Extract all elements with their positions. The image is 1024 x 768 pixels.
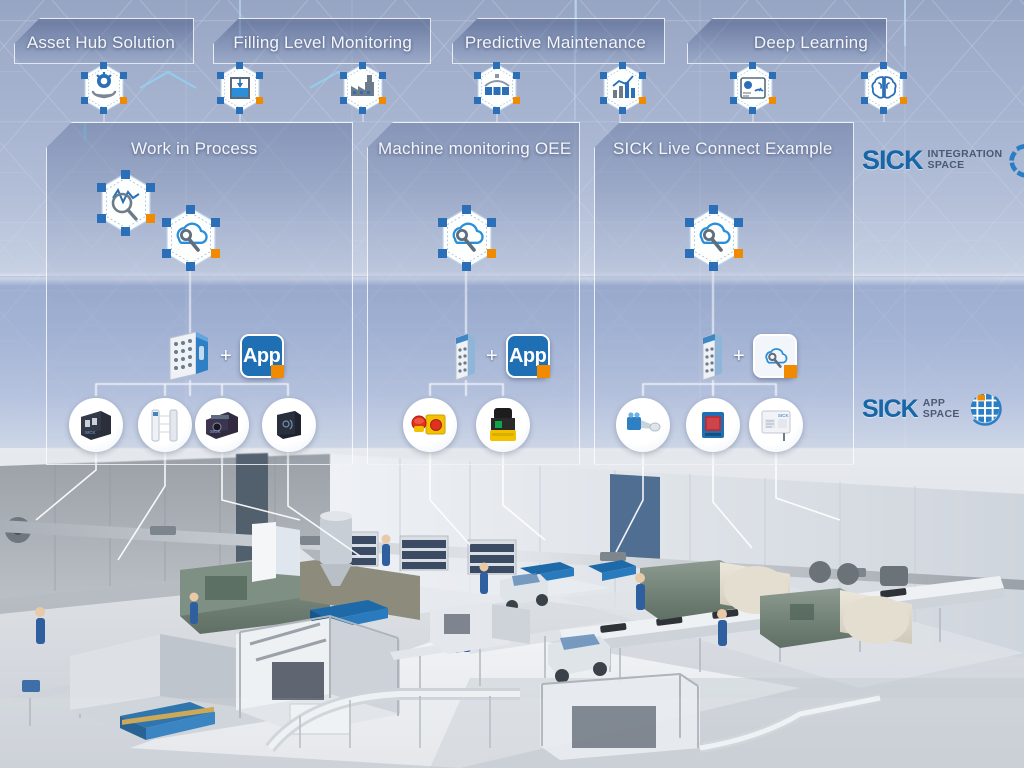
logo-subtitle-line1: INTEGRATION (927, 148, 1003, 160)
io-module-slim-icon (455, 333, 475, 381)
main-panel-label: Machine monitoring OEE (378, 139, 572, 158)
svg-text:SICK: SICK (778, 413, 789, 418)
device-bubble-flow-sensor[interactable] (616, 398, 670, 452)
orange-corner-accent (270, 365, 284, 378)
hex-node-bar-chart-trend-icon[interactable] (600, 62, 646, 114)
logo-subtitle: APP SPACE (923, 398, 960, 420)
hex-node-dashboard-gauge-icon[interactable] (730, 62, 776, 114)
app-tile-label: App (508, 344, 547, 367)
hex-node-cloud-wrench-icon-oee[interactable] (438, 205, 496, 271)
orange-corner-accent (783, 365, 797, 378)
logo-subtitle-line2: SPACE (922, 408, 960, 420)
main-panel-label: SICK Live Connect Example (613, 139, 833, 158)
top-panel-predictive-maintenance[interactable]: Predictive Maintenance (452, 18, 665, 64)
logo-sick-integration-space: SICK INTEGRATION SPACE (862, 142, 1024, 178)
logo-wordmark: SICK (862, 144, 924, 175)
device-bubble-safety-laser-scanner[interactable] (476, 398, 530, 452)
cloud-tile-icon[interactable] (752, 334, 797, 378)
top-panel-label: Asset Hub Solution (26, 33, 175, 52)
hex-node-gear-hand-icon[interactable] (81, 62, 127, 114)
io-module-wide-icon (169, 331, 208, 381)
device-bubble-rfid-reader[interactable] (262, 398, 316, 452)
hex-node-brain-icon[interactable] (861, 62, 907, 114)
top-panel-label: Filling Level Monitoring (233, 33, 412, 52)
device-bubble-light-grid[interactable] (138, 398, 192, 452)
gateway-group-work-in-process[interactable]: + App (166, 330, 284, 382)
app-tile-label: App (242, 344, 281, 367)
logo-sick-app-space: SICK APP SPACE (862, 391, 1005, 427)
top-panel-filling-level-monitoring[interactable]: Filling Level Monitoring (213, 18, 431, 64)
device-bubble-emergency-stop[interactable] (403, 398, 457, 452)
plus-symbol: + (220, 344, 232, 367)
device-bubble-vision-camera[interactable]: SICK (195, 398, 249, 452)
top-panel-asset-hub-solution[interactable]: Asset Hub Solution (14, 18, 194, 64)
logo-subtitle-line2: SPACE (927, 159, 965, 171)
hex-node-machine-network-icon[interactable] (474, 62, 520, 114)
circular-arrow-mark (1009, 144, 1024, 178)
logo-wordmark: SICK (862, 394, 919, 423)
device-bubble-encoder-black[interactable]: SICK (69, 398, 123, 452)
hex-node-tank-level-icon[interactable] (217, 62, 263, 114)
logo-subtitle: INTEGRATION SPACE (928, 149, 1003, 171)
plus-symbol: + (486, 344, 498, 367)
orange-corner-accent (536, 365, 550, 378)
top-panel-label: Deep Learning (753, 33, 868, 52)
hex-node-factory-icon[interactable] (340, 62, 386, 114)
grid-sphere-mark (970, 393, 1002, 426)
logo-subtitle-line1: APP (922, 397, 946, 409)
top-panel-label: Predictive Maintenance (464, 33, 646, 52)
main-panel-machine-monitoring-oee[interactable]: Machine monitoring OEE (367, 122, 580, 465)
gateway-group-machine-monitoring-oee[interactable]: + App (452, 330, 550, 382)
hex-node-magnifier-signal-icon[interactable] (97, 170, 155, 236)
factory-floor-illustration (0, 448, 1024, 768)
device-bubble-gateway-module[interactable]: SICK (749, 398, 803, 452)
svg-text:SICK: SICK (210, 429, 221, 434)
plus-symbol: + (733, 344, 745, 367)
hex-node-cloud-wrench-icon-wip[interactable] (162, 205, 220, 271)
main-panel-label: Work in Process (131, 139, 258, 158)
app-tile-icon[interactable]: App (239, 334, 284, 378)
top-panel-deep-learning[interactable]: Deep Learning (687, 18, 887, 64)
io-module-slim-icon (702, 333, 722, 381)
gateway-group-sick-live-connect[interactable]: + (699, 330, 797, 382)
app-tile-icon[interactable]: App (505, 334, 550, 378)
hex-node-cloud-wrench-icon-live-connect[interactable] (685, 205, 743, 271)
device-bubble-photoelectric-sensor[interactable] (686, 398, 740, 452)
svg-text:SICK: SICK (85, 430, 96, 435)
